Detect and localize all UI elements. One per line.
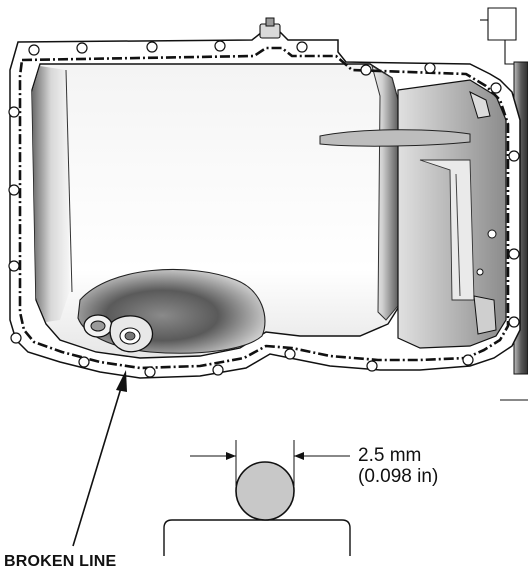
- bolt-hole: [424, 62, 436, 74]
- bolt-hole: [10, 332, 22, 344]
- bolt-hole: [28, 44, 40, 56]
- dimension-imperial: (0.098 in): [358, 466, 439, 487]
- bolt-hole: [508, 316, 520, 328]
- bolt-hole: [214, 40, 226, 52]
- bolt-hole: [76, 42, 88, 54]
- bolt-hole: [360, 64, 372, 76]
- bolt-hole: [490, 82, 502, 94]
- bead-surface: [163, 519, 351, 556]
- oil-pan-boss: [259, 17, 281, 39]
- bolt-hole: [462, 354, 474, 366]
- engine-block-outline: [480, 7, 528, 401]
- bolt-hole: [284, 348, 296, 360]
- oil-pan-left-wall: [32, 66, 70, 322]
- dimension-label: 2.5 mm (0.098 in): [358, 445, 438, 487]
- bolt-hole: [508, 150, 520, 162]
- drain-plug: [83, 314, 154, 353]
- bolt-hole: [8, 184, 20, 196]
- bolt-hole: [146, 41, 158, 53]
- sealant-bead-icon: [235, 461, 295, 521]
- bolt-hole: [366, 360, 378, 372]
- oil-pan-deep-sump: [77, 268, 266, 354]
- bolt-hole: [212, 364, 224, 376]
- sealant-bead-detail: [163, 440, 351, 556]
- bolt-holes: [8, 40, 520, 378]
- sealant-broken-line: [18, 46, 510, 370]
- bolt-hole: [144, 366, 156, 378]
- dimension-metric: 2.5 mm: [358, 445, 422, 466]
- bolt-hole: [296, 41, 308, 53]
- bolt-hole: [78, 356, 90, 368]
- bolt-hole: [508, 248, 520, 260]
- bolt-hole: [8, 106, 20, 118]
- bolt-hole: [8, 260, 20, 272]
- right-flange-details: [469, 91, 497, 335]
- arrow-icon: [72, 370, 127, 547]
- broken-line-label: BROKEN LINE: [4, 553, 117, 570]
